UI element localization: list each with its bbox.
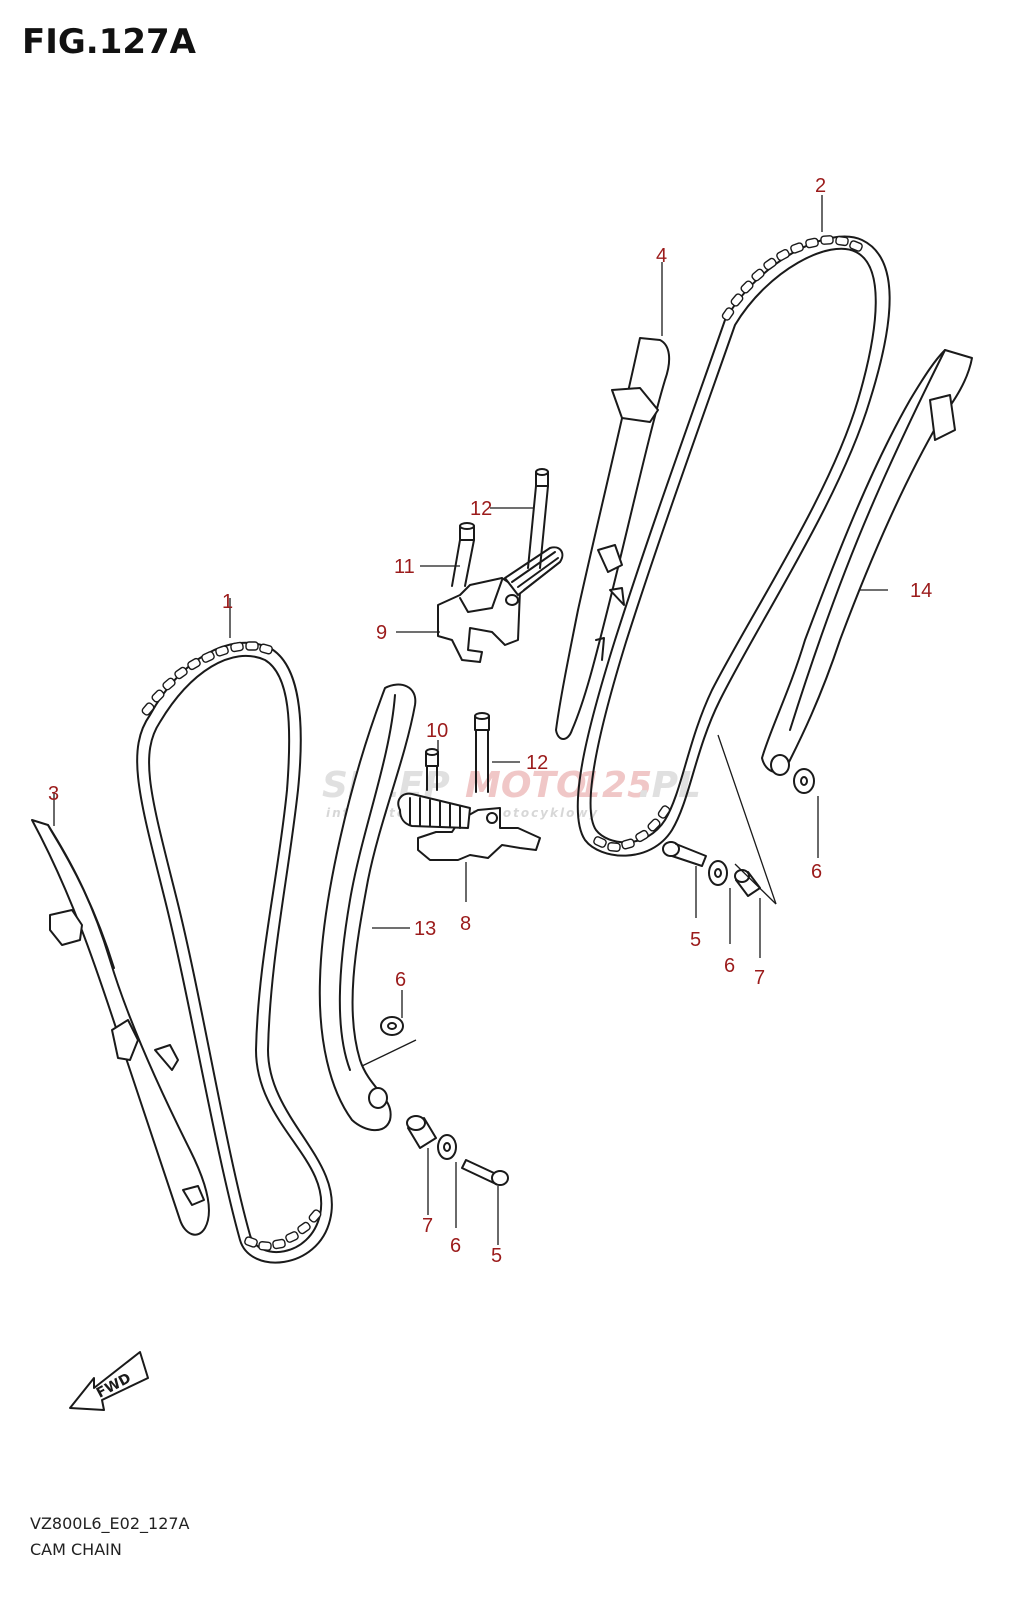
bolt-5-right bbox=[662, 841, 707, 867]
bolt-11 bbox=[451, 522, 475, 587]
fwd-arrow-icon: FWD bbox=[69, 1351, 149, 1411]
chain-links-left-bottom bbox=[244, 1209, 322, 1251]
washer-6-right-a bbox=[793, 768, 815, 794]
callout-9: 9 bbox=[376, 622, 387, 644]
callout-6-left: 6 bbox=[450, 1235, 461, 1257]
chain-guide-left bbox=[31, 819, 211, 1236]
callout-12-lower: 12 bbox=[526, 752, 548, 774]
chain-links-right-bottom bbox=[593, 805, 671, 852]
tensioner-bracket-upper bbox=[437, 546, 564, 663]
callout-4: 4 bbox=[656, 245, 667, 267]
assembly-lines bbox=[361, 734, 777, 1067]
callout-8: 8 bbox=[460, 913, 471, 935]
callout-6-right-a: 6 bbox=[811, 861, 822, 883]
watermark-brand-b: MOTO bbox=[465, 765, 587, 806]
chain-links-left-top bbox=[141, 641, 273, 716]
callout-5-left: 5 bbox=[491, 1245, 502, 1267]
tensioner-lower bbox=[397, 792, 541, 861]
figure-title: FIG.127A bbox=[22, 22, 196, 62]
figure-code: VZ800L6_E02_127A bbox=[30, 1514, 190, 1533]
collar-7-right bbox=[734, 869, 761, 897]
watermark-brand-c: 125 bbox=[577, 765, 652, 806]
cam-chain-left bbox=[136, 641, 333, 1264]
chain-guide-rear bbox=[761, 349, 973, 776]
callout-10: 10 bbox=[426, 720, 448, 742]
callout-12-upper: 12 bbox=[470, 498, 492, 520]
callout-7-right: 7 bbox=[754, 967, 765, 989]
watermark-brand-d: .PL bbox=[638, 765, 701, 806]
washer-6-middle bbox=[380, 1016, 404, 1036]
callout-7-left: 7 bbox=[422, 1215, 433, 1237]
bolt-5-left bbox=[461, 1159, 509, 1186]
callout-14: 14 bbox=[910, 580, 932, 602]
washer-6-left bbox=[437, 1134, 457, 1160]
washer-6-right-b bbox=[708, 860, 728, 886]
callout-3: 3 bbox=[48, 783, 59, 805]
callout-6-middle: 6 bbox=[395, 969, 406, 991]
chain-guide-right bbox=[555, 337, 671, 740]
collar-7-left bbox=[406, 1115, 437, 1149]
bolt-12-lower bbox=[474, 712, 490, 793]
chain-guide-middle bbox=[318, 683, 417, 1132]
callout-2: 2 bbox=[815, 175, 826, 197]
callouts: 1 2 3 4 5 5 6 6 6 6 7 7 8 9 10 11 12 12 … bbox=[48, 175, 932, 1267]
figure-name: CAM CHAIN bbox=[30, 1540, 122, 1559]
callout-13: 13 bbox=[414, 918, 436, 940]
callout-5-right: 5 bbox=[690, 929, 701, 951]
callout-1: 1 bbox=[222, 591, 233, 613]
bolt-12-upper bbox=[527, 468, 549, 569]
callout-6-right-b: 6 bbox=[724, 955, 735, 977]
leader-lines bbox=[53, 195, 888, 1245]
chain-links-right-top bbox=[721, 235, 863, 321]
callout-11: 11 bbox=[394, 556, 415, 578]
cam-chain-right bbox=[576, 235, 891, 857]
